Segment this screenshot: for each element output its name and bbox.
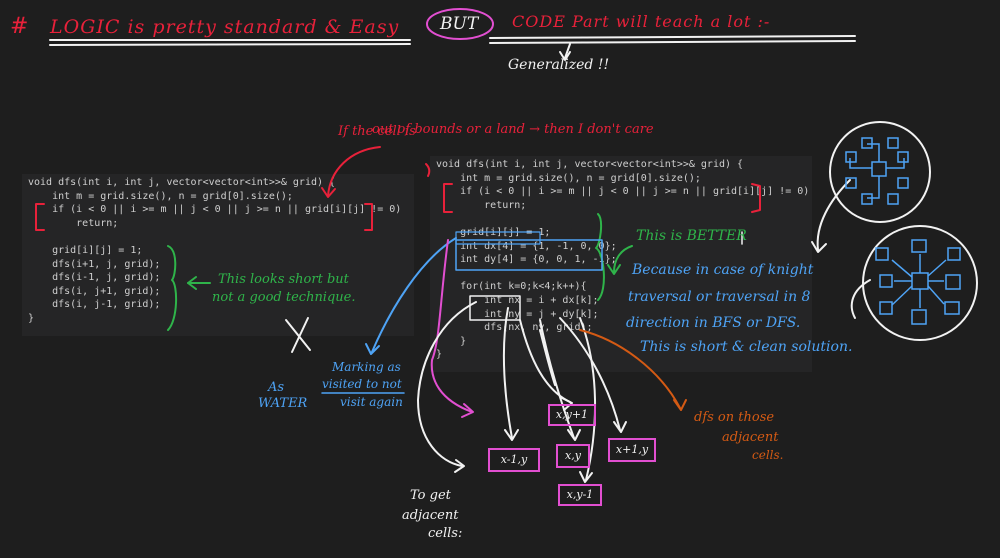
code-line: int m = grid.size(), n = grid[0].size(); [436, 172, 701, 184]
code-line: void dfs(int i, int j, vector<vector<int… [436, 159, 744, 170]
because-note-2: traversal or traversal in 8 [628, 289, 811, 305]
code-line: int nx = i + dx[k]; [436, 294, 599, 306]
header-but: BUT [440, 14, 479, 34]
code-line: } [436, 335, 467, 347]
code-line: if (i < 0 || i >= m || j < 0 || j >= n |… [28, 204, 402, 216]
marking-note-2: visited to not [322, 377, 402, 391]
code-line: int m = grid.size(), n = grid[0].size(); [28, 190, 293, 202]
code-line: return; [436, 199, 527, 211]
header-hash: # [10, 14, 29, 39]
header-logic-text: LOGIC is pretty standard & Easy [50, 16, 400, 38]
code-line: if (i < 0 || i >= m || j < 0 || j >= n |… [436, 186, 810, 198]
code-line: dfs(i, j-1, grid); [28, 299, 161, 311]
cell-center: x,y [556, 444, 590, 468]
header-code-text: CODE Part will teach a lot :- [512, 12, 771, 31]
code-line: } [28, 312, 35, 324]
code-line: for(int k=0;k<4;k++){ [436, 281, 587, 293]
code-line: return; [28, 217, 119, 229]
code-line: int dy[4] = {0, 0, 1, -1}; [436, 254, 617, 266]
code-line: int dx[4] = {1, -1, 0, 0}; [436, 240, 617, 252]
marking-note-1: Marking as [332, 360, 401, 374]
code-line: } [436, 349, 443, 361]
bounds-note-line2: out of bounds or a land → then I don't c… [372, 122, 654, 137]
cell-down: x,y-1 [558, 484, 602, 506]
marking-note-3: visit again [340, 395, 403, 409]
dfs-adjacent-note-2: adjacent [722, 430, 779, 445]
cell-right: x+1,y [608, 438, 656, 462]
code-line: dfs(i+1, j, grid); [28, 258, 161, 270]
code-line: void dfs(int i, int j, vector<vector<int… [28, 177, 336, 188]
dfs-adjacent-note-3: cells. [752, 448, 784, 462]
as-water-note-2: WATER [258, 396, 308, 411]
looks-short-note-1: This looks short but [218, 272, 349, 287]
bounds-note-line1: If the cell is [338, 124, 416, 139]
to-get-note-2: adjacent [402, 508, 459, 523]
because-note-4: This is short & clean solution. [640, 339, 853, 355]
cell-up: x,y+1 [548, 404, 596, 426]
code-line: dfs(i, j+1, grid); [28, 285, 161, 297]
generalized-note: Generalized !! [508, 57, 610, 73]
to-get-note-3: cells: [428, 526, 463, 541]
code-line: int ny = j + dy[k]; [436, 308, 599, 320]
because-note-1: Because in case of knight [632, 262, 814, 278]
as-water-note-1: As [268, 380, 285, 395]
code-block-left: void dfs(int i, int j, vector<vector<int… [22, 174, 414, 336]
to-get-note-1: To get [410, 488, 451, 503]
cell-left: x-1,y [488, 448, 540, 472]
better-note: This is BETTER [636, 228, 747, 244]
code-line: dfs(i-1, j, grid); [28, 272, 161, 284]
code-line: grid[i][j] = 1; [28, 244, 143, 256]
code-block-right: void dfs(int i, int j, vector<vector<int… [430, 156, 812, 372]
because-note-3: direction in BFS or DFS. [626, 315, 801, 331]
looks-short-note-2: not a good technique. [212, 290, 356, 305]
dfs-adjacent-note-1: dfs on those [694, 410, 775, 425]
